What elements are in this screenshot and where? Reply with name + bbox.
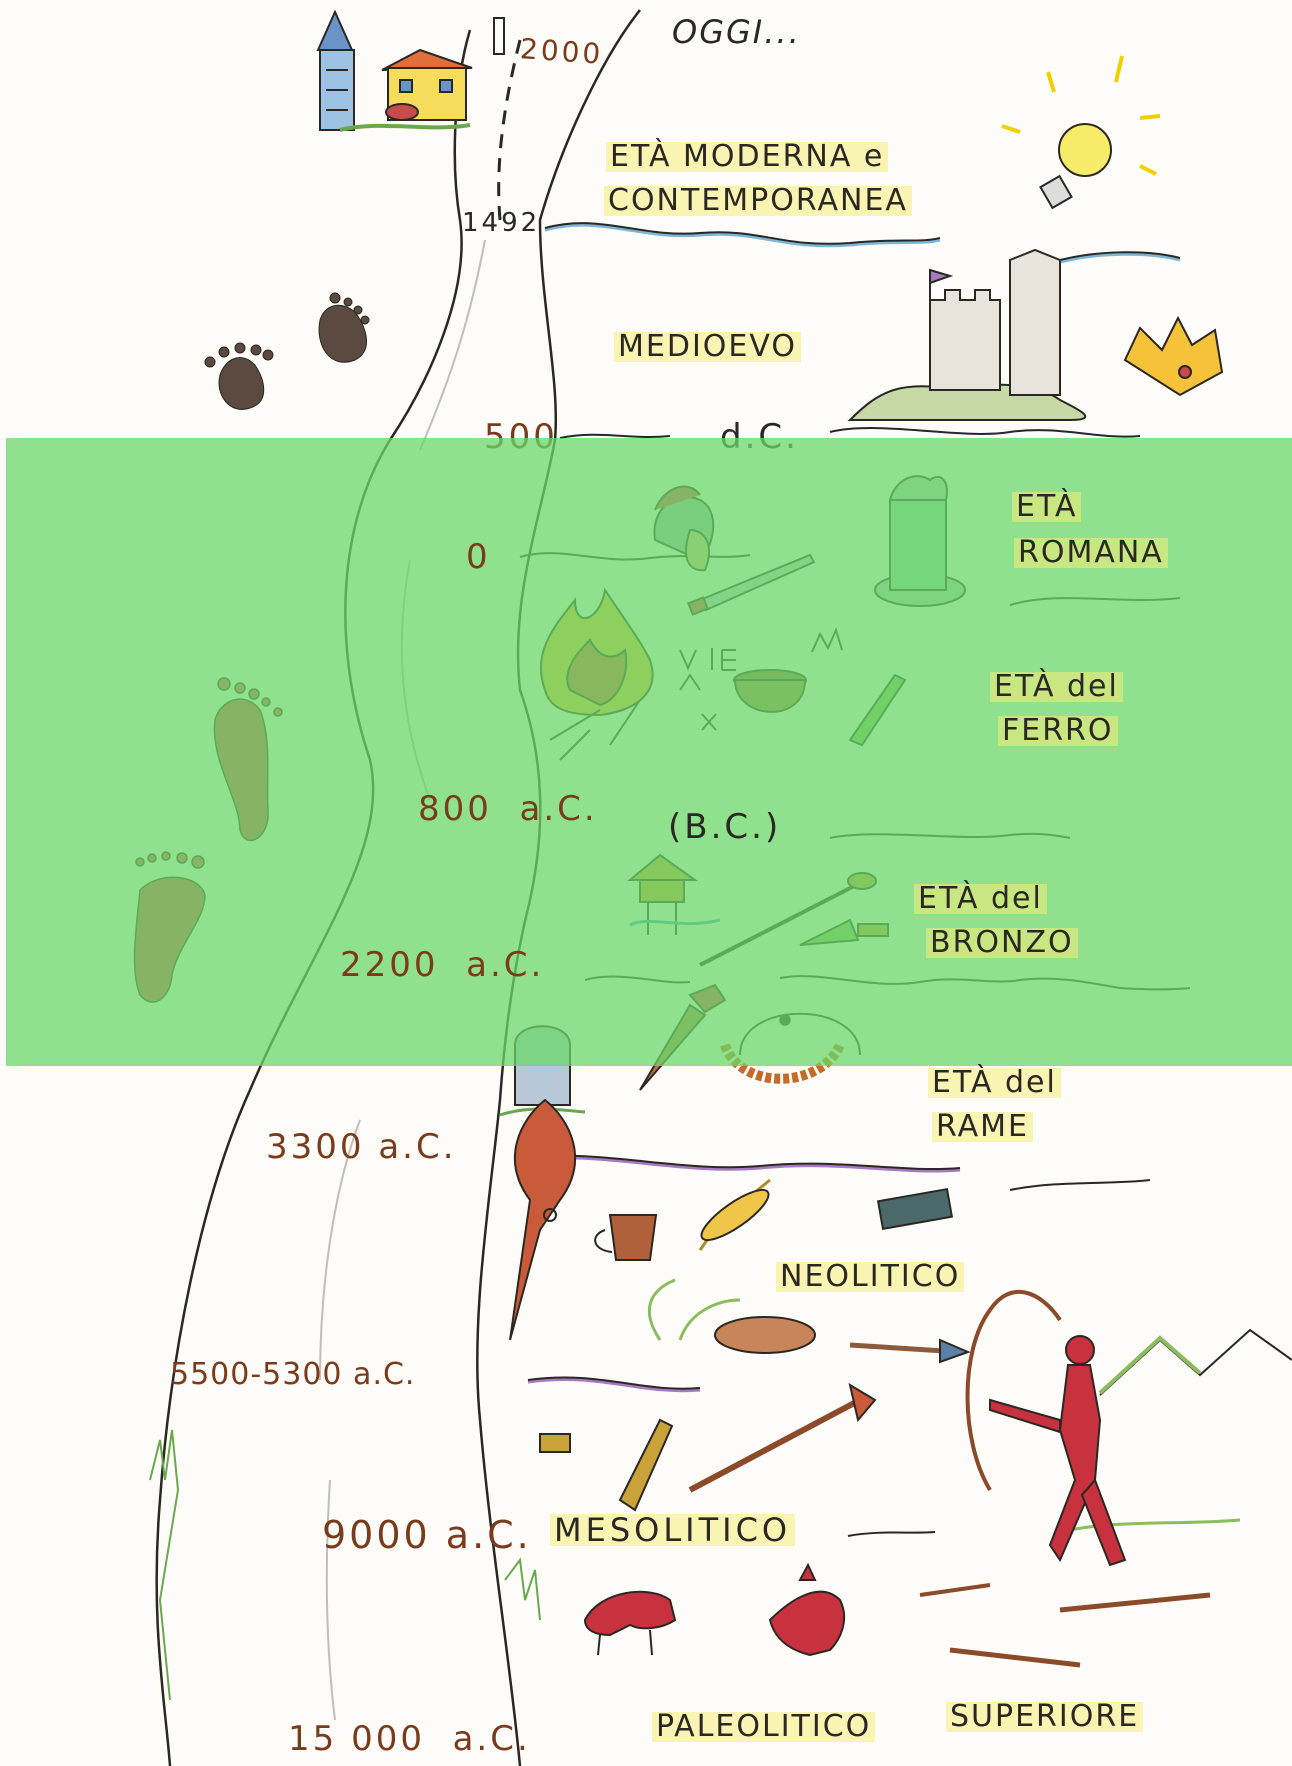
cup-icon: [595, 1215, 656, 1260]
dog-icon: [770, 1565, 844, 1655]
road-center-line: [499, 40, 520, 220]
label-oggi: OGGI...: [672, 16, 801, 48]
label-medioevo: MEDIOEVO: [614, 332, 801, 362]
archer-icon: [968, 1292, 1126, 1565]
scraper-icon: [540, 1420, 672, 1510]
date-bc: (B.C.): [668, 810, 781, 844]
date-5500-5300: 5500-5300 a.C.: [170, 1360, 415, 1390]
label-neolitico: NEOLITICO: [776, 1262, 964, 1292]
label-eta-romana-1: ETÀ: [1012, 492, 1081, 522]
house-icon: [340, 50, 472, 130]
label-eta-moderna-2: CONTEMPORANEA: [604, 186, 912, 216]
date-2200: 2200 a.C.: [340, 948, 544, 982]
mountain-icon: [1100, 1330, 1292, 1395]
label-eta-ferro-2: FERRO: [998, 716, 1118, 746]
footprint-icon: [205, 293, 369, 409]
label-eta-romana-2: ROMANA: [1014, 538, 1168, 568]
label-mesolitico: MESOLITICO: [550, 1514, 795, 1546]
grass-icon: [150, 1430, 540, 1700]
date-9000: 9000 a.C.: [322, 1516, 532, 1554]
bison-icon: [585, 1592, 675, 1655]
castle-icon: [850, 250, 1085, 420]
label-eta-rame-1: ETÀ del: [928, 1068, 1061, 1098]
label-superiore: SUPERIORE: [946, 1702, 1143, 1732]
date-0: 0: [466, 540, 491, 574]
date-1492: 1492: [462, 210, 540, 236]
date-3300: 3300 a.C.: [266, 1130, 457, 1164]
label-paleolitico: PALEOLITICO: [652, 1712, 875, 1742]
arrow-icon: [690, 1340, 1210, 1665]
crown-icon: [1125, 318, 1222, 395]
label-eta-bronzo-1: ETÀ del: [914, 884, 1047, 914]
date-2000: 2000: [519, 35, 604, 69]
label-eta-bronzo-2: BRONZO: [926, 928, 1078, 958]
amphora-icon: [510, 1100, 575, 1340]
wheat-icon: [649, 1180, 774, 1340]
date-800: 800 a.C.: [418, 792, 598, 826]
label-eta-ferro-1: ETÀ del: [990, 672, 1123, 702]
textile-icon: [878, 1189, 952, 1229]
street-lamp-icon: [494, 18, 504, 54]
highlight-band: [6, 438, 1292, 1066]
millstone-icon: [715, 1317, 815, 1353]
light-bulb-icon: [1002, 56, 1160, 208]
city-icon: [318, 12, 354, 130]
label-eta-rame-2: RAME: [932, 1112, 1033, 1142]
date-15000: 15 000 a.C.: [288, 1722, 531, 1756]
label-eta-moderna-1: ETÀ MODERNA e: [606, 142, 888, 172]
